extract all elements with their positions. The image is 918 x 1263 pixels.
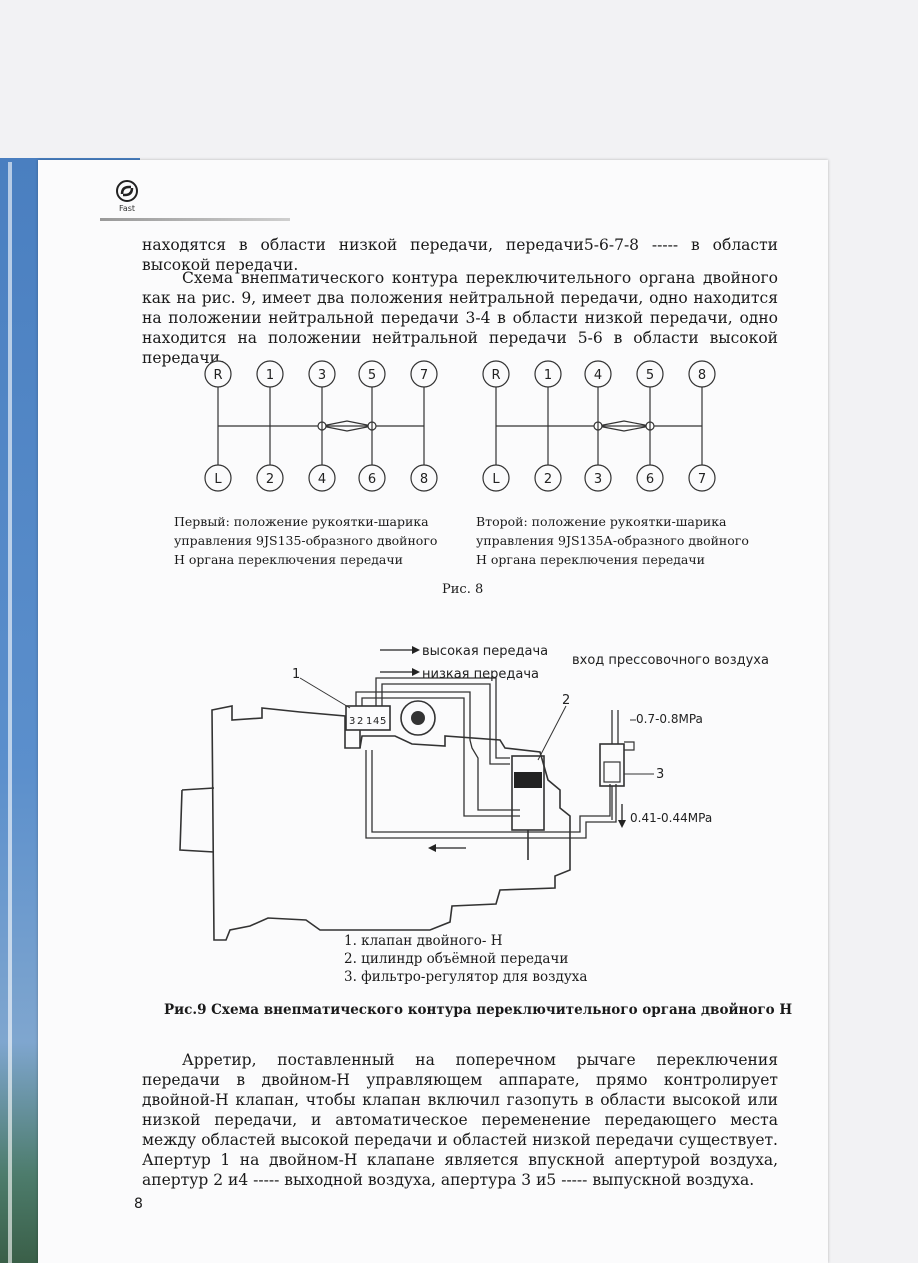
fig8-right-bottom-gear-circle — [534, 464, 562, 492]
fig8-right-top-gear-label: 4 — [594, 368, 602, 383]
fig8-left-top-gear-label: 1 — [266, 368, 274, 383]
high-gear-arrow-head — [412, 646, 420, 654]
fig9-legend-item: 3. фильтро-регулятор для воздуха — [344, 969, 588, 985]
fig8-left-bottom-gear-label: L — [214, 472, 222, 487]
air-line-low-2 — [381, 683, 510, 765]
fig8-left-caption-line: управления 9JS135-образного двойного — [174, 533, 438, 548]
fig8-right-caption-line: Н органа переключения передачи — [476, 552, 705, 567]
paragraph-2: Схема внепматического контура переключит… — [142, 269, 778, 367]
fig8-right-bottom-gear-circle — [688, 464, 716, 492]
fig8-right-top-gear-label: R — [491, 368, 500, 383]
shift-boss-inner — [411, 711, 425, 725]
header-rule — [100, 218, 290, 221]
fig8-left-bottom-gear-circle — [204, 464, 232, 492]
low-gear-arrow-head — [412, 668, 420, 676]
filter-regulator-bowl — [603, 761, 621, 783]
valve-port-3: 3 — [349, 716, 355, 727]
fig8-right-bottom-gear-label: 3 — [594, 472, 602, 487]
fig8-left-bottom-gear-label: 4 — [318, 472, 326, 487]
shift-boss — [400, 700, 436, 736]
fig9-legend-item: 1. клапан двойного- Н — [344, 933, 503, 949]
fig8-left-caption-line: Н органа переключения передачи — [174, 552, 403, 567]
fig8-right-bottom-gear-label: 6 — [646, 472, 654, 487]
air-line-high — [355, 691, 520, 811]
pressure-low-label: 0.41-0.44MPa — [630, 811, 712, 825]
fig8-right-top-gear-circle — [534, 360, 562, 388]
callout-3: 3 — [656, 767, 664, 782]
air-supply-line — [365, 750, 617, 839]
range-cylinder — [511, 755, 545, 831]
fig8-left-bottom-gear-circle — [358, 464, 386, 492]
air-line-high-2 — [361, 697, 520, 817]
page-edge-strip — [0, 158, 40, 1263]
fig9-pneumatic-circuit-diagram: высокая передача низкая передача вход пр… — [179, 644, 769, 941]
fig8-right-bottom-gear-label: L — [492, 472, 500, 487]
callout-1: 1 — [292, 667, 300, 682]
regulator-knob — [624, 741, 635, 751]
fig8-right-top-gear-label: 5 — [646, 368, 654, 383]
fig8-right-bottom-gear-circle — [584, 464, 612, 492]
fig8-right-bottom-gear-label: 7 — [698, 472, 706, 487]
paragraph-1: находятся в области низкой передачи, пер… — [142, 236, 778, 274]
air-inlet-label: вход прессовочного воздуха — [572, 653, 769, 668]
paragraph-3: Арретир, поставленный на поперечном рыча… — [142, 1051, 778, 1189]
fig8-shift-pattern-diagram: R L 1 2 3 4 5 6 7 8 R L 1 2 4 3 5 6 8 7 — [204, 360, 716, 492]
fig8-right-caption-line: управления 9JS135А-образного двойного — [476, 533, 749, 548]
callout-2-leader — [537, 705, 567, 761]
fig8-left-top-gear-label: 3 — [318, 368, 326, 383]
fig8-right-top-gear-circle — [584, 360, 612, 388]
gearbox-flange — [179, 787, 215, 853]
logo: Fast — [112, 180, 142, 213]
callout-2: 2 — [562, 693, 570, 708]
fig8-left-bottom-gear-label: 8 — [420, 472, 428, 487]
fig8-left-top-gear-circle — [358, 360, 386, 388]
fig8-left-bottom-gear-circle — [410, 464, 438, 492]
fig8-left-top-gear-label: 7 — [420, 368, 428, 383]
fig9-title: Рис.9 Схема внепматического контура пере… — [164, 1002, 793, 1018]
valve-port-4: 4 — [373, 716, 379, 727]
range-cylinder-piston — [514, 772, 542, 788]
fig8-right-top-gear-circle — [482, 360, 510, 388]
fig8-left-top-gear-label: R — [213, 368, 222, 383]
pressure-arrow-low-head — [618, 820, 626, 828]
fast-logo-icon — [116, 180, 138, 202]
fig8-left-bottom-gear-label: 6 — [368, 472, 376, 487]
fig8-left-caption: Первый: положение рукоятки-шарика управл… — [174, 512, 474, 569]
return-arrow-head — [428, 844, 436, 852]
fig8-left-top-gear-circle — [256, 360, 284, 388]
air-line-low — [375, 677, 510, 759]
callout-1-leader — [299, 677, 351, 709]
double-h-valve — [345, 705, 391, 731]
fig8-right-caption-line: Второй: положение рукоятки-шарика — [476, 514, 727, 529]
fig8-left-top-gear-circle — [204, 360, 232, 388]
fig8-left-bottom-gear-label: 2 — [266, 472, 274, 487]
fig9-legend: 1. клапан двойного- Н 2. цилиндр объёмно… — [344, 932, 587, 986]
fig8-left-bottom-gear-circle — [308, 464, 336, 492]
valve-port-1: 1 — [366, 716, 372, 727]
fig8-right-top-gear-label: 1 — [544, 368, 552, 383]
fig8-left-top-gear-circle — [410, 360, 438, 388]
logo-text: Fast — [118, 204, 136, 213]
fig8-title: Рис. 8 — [442, 582, 484, 597]
fig8-right-bottom-gear-label: 2 — [544, 472, 552, 487]
valve-port-2: 2 — [357, 716, 363, 727]
fig8-right-bottom-gear-circle — [636, 464, 664, 492]
fig8-left-top-gear-label: 5 — [368, 368, 376, 383]
low-gear-label: низкая передача — [422, 667, 539, 682]
fig8-left-top-gear-circle — [308, 360, 336, 388]
fig8-right-caption: Второй: положение рукоятки-шарика управл… — [476, 512, 786, 569]
pressure-high-label: 0.7-0.8MPa — [636, 712, 703, 726]
fig9-legend-item: 2. цилиндр объёмной передачи — [344, 951, 569, 967]
fig8-right-top-gear-label: 8 — [698, 368, 706, 383]
fig8-right-top-gear-circle — [688, 360, 716, 388]
fig8-right-top-gear-circle — [636, 360, 664, 388]
fig8-left-bottom-gear-circle — [256, 464, 284, 492]
gearbox-housing — [211, 705, 571, 941]
fig8-left-caption-line: Первый: положение рукоятки-шарика — [174, 514, 429, 529]
valve-port-5: 5 — [380, 716, 386, 727]
page-number: 8 — [134, 1196, 143, 1212]
high-gear-label: высокая передача — [422, 644, 548, 659]
fig8-right-bottom-gear-circle — [482, 464, 510, 492]
